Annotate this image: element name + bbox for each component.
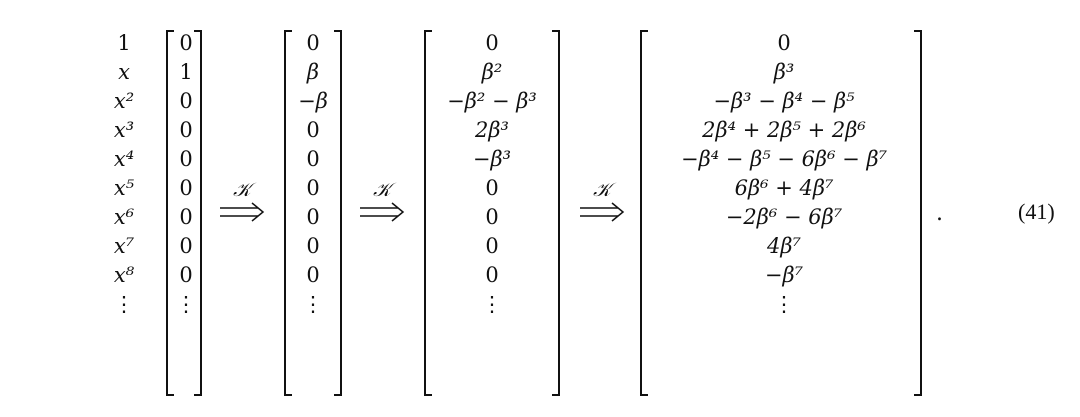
- operator-label: 𝒦: [233, 179, 251, 201]
- vector-entry: 0: [179, 31, 193, 55]
- left-bracket: [166, 30, 174, 396]
- basis-label: x⁴: [113, 147, 135, 171]
- vector-entry: ⋮: [302, 292, 324, 316]
- vector-entry: ⋮: [175, 292, 197, 316]
- vector-entry: 0: [485, 263, 499, 287]
- vector-entry: 0: [179, 89, 193, 113]
- basis-label: x: [118, 60, 130, 84]
- vector-entry: −β³: [472, 147, 512, 171]
- double-arrow-icon: [360, 202, 405, 222]
- vector-entry: β³: [773, 60, 795, 84]
- basis-label: ⋮: [113, 292, 135, 316]
- right-bracket: [914, 30, 922, 396]
- vector-entry: −β⁴ − β⁵ − 6β⁶ − β⁷: [680, 147, 888, 171]
- left-bracket: [424, 30, 432, 396]
- double-arrow-icon: [580, 202, 625, 222]
- vector-entry: 0: [485, 176, 499, 200]
- double-arrow-icon: [220, 202, 265, 222]
- operator-arrow: 𝒦: [358, 180, 406, 228]
- vector-entry: 0: [306, 176, 320, 200]
- left-bracket: [284, 30, 292, 396]
- vector-entry: 0: [485, 205, 499, 229]
- vector-entry: 0: [179, 263, 193, 287]
- vector-entry: 0: [777, 31, 791, 55]
- trailing-period: .: [936, 201, 943, 226]
- basis-label: x⁸: [113, 263, 135, 287]
- vector-entry: β²: [481, 60, 503, 84]
- basis-label: x⁶: [113, 205, 135, 229]
- left-bracket: [640, 30, 648, 396]
- vector-entry: −β⁷: [764, 263, 804, 287]
- basis-label: x³: [113, 118, 135, 142]
- vector-entry: 2β⁴ + 2β⁵ + 2β⁶: [702, 118, 866, 142]
- vector-entry: 2β³: [475, 118, 509, 142]
- vector-entry: −β: [298, 89, 328, 113]
- vector-entry: 0: [306, 31, 320, 55]
- right-bracket: [194, 30, 202, 396]
- operator-arrow: 𝒦: [578, 180, 626, 228]
- operator-label: 𝒦: [593, 179, 611, 201]
- vector-entry: 0: [179, 176, 193, 200]
- vector-entry: 0: [485, 234, 499, 258]
- right-bracket: [334, 30, 342, 396]
- vector-entry: 0: [179, 118, 193, 142]
- basis-label: x²: [113, 89, 135, 113]
- vector-step-2: 0 β² −β² − β³ 2β³ −β³ 0 0 0 0 ⋮: [430, 29, 554, 319]
- vector-entry: β: [306, 60, 320, 84]
- basis-label: 1: [117, 31, 131, 55]
- vector-entry: 0: [306, 205, 320, 229]
- vector-entry: 0: [306, 147, 320, 171]
- right-bracket: [552, 30, 560, 396]
- vector-entry: 6β⁶ + 4β⁷: [734, 176, 834, 200]
- vector-entry: 0: [306, 234, 320, 258]
- vector-entry: 0: [485, 31, 499, 55]
- vector-entry: 4β⁷: [767, 234, 801, 258]
- vector-initial: 0 1 0 0 0 0 0 0 0 ⋮: [172, 29, 200, 319]
- vector-entry: ⋮: [773, 292, 795, 316]
- operator-label: 𝒦: [373, 179, 391, 201]
- basis-label: x⁷: [113, 234, 135, 258]
- vector-entry: 0: [179, 205, 193, 229]
- vector-step-3: 0 β³ −β³ − β⁴ − β⁵ 2β⁴ + 2β⁵ + 2β⁶ −β⁴ −…: [646, 29, 922, 319]
- vector-entry: ⋮: [481, 292, 503, 316]
- basis-labels: 1 x x² x³ x⁴ x⁵ x⁶ x⁷ x⁸ ⋮: [102, 29, 146, 319]
- vector-entry: −β² − β³: [447, 89, 537, 113]
- basis-label: x⁵: [113, 176, 135, 200]
- equation-number: (41): [1018, 199, 1055, 224]
- vector-step-1: 0 β −β 0 0 0 0 0 0 ⋮: [290, 29, 336, 319]
- vector-entry: 0: [306, 263, 320, 287]
- vector-entry: 0: [179, 234, 193, 258]
- operator-arrow: 𝒦: [218, 180, 266, 228]
- vector-entry: −β³ − β⁴ − β⁵: [713, 89, 855, 113]
- vector-entry: 0: [179, 147, 193, 171]
- vector-entry: 0: [306, 118, 320, 142]
- vector-entry: −2β⁶ − 6β⁷: [725, 205, 843, 229]
- vector-entry: 1: [179, 60, 193, 84]
